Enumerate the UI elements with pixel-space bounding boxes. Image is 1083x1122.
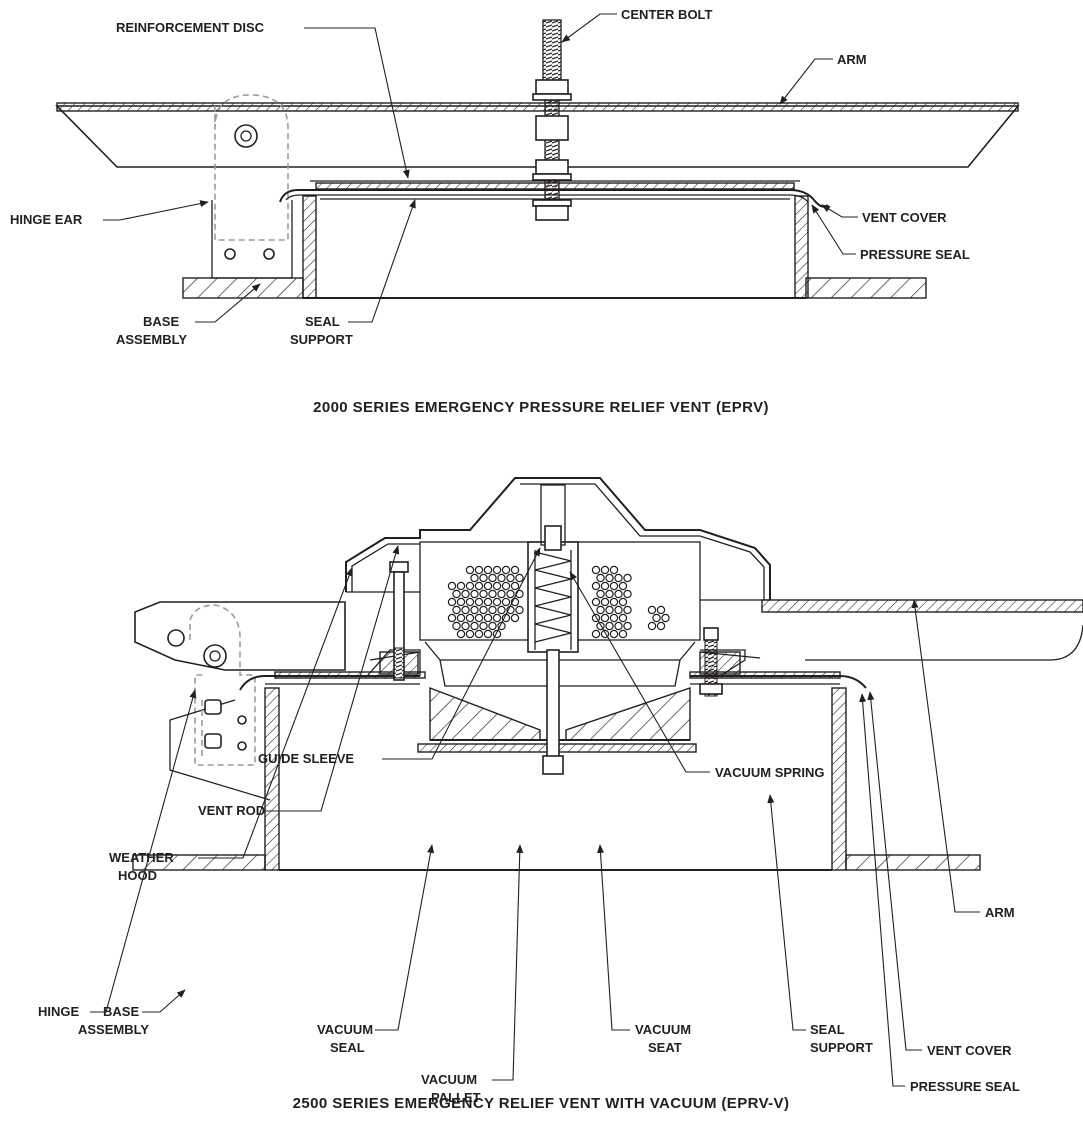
weather-hood <box>345 477 771 601</box>
label-reinforcement-disc: REINFORCEMENT DISC <box>116 20 265 35</box>
label-guide-sleeve: GUIDE SLEEVE <box>258 751 354 766</box>
top-base-flange <box>182 277 927 299</box>
vacuum-pallet <box>417 649 697 775</box>
top-hinge-ear <box>211 94 293 279</box>
label-hinge-ear: HINGE EAR <box>10 212 83 227</box>
label-hinge: HINGE <box>38 1004 80 1019</box>
top-caption: 2000 SERIES EMERGENCY PRESSURE RELIEF VE… <box>313 399 769 416</box>
label-top-base-1: BASE <box>143 314 179 329</box>
label-top-base-2: ASSEMBLY <box>116 332 187 347</box>
label-weather-hood-1: WEATHER <box>109 850 174 865</box>
top-figure: CENTER BOLT REINFORCEMENT DISC ARM HINGE… <box>10 7 1020 416</box>
bottom-figure: GUIDE SLEEVE VACUUM SPRING VENT ROD WEAT… <box>38 477 1083 1094</box>
label-bottom-pressure-seal: PRESSURE SEAL <box>910 1079 1020 1094</box>
hinge-assembly <box>167 604 271 801</box>
top-seal-support <box>302 195 809 299</box>
top-center-bolt <box>532 19 572 221</box>
label-bottom-vent-cover: VENT COVER <box>927 1043 1012 1058</box>
bottom-base <box>132 687 981 871</box>
label-top-pressure-seal: PRESSURE SEAL <box>860 247 970 262</box>
label-top-seal-support-1: SEAL <box>305 314 340 329</box>
label-vent-rod: VENT ROD <box>198 803 265 818</box>
label-top-vent-cover: VENT COVER <box>862 210 947 225</box>
bottom-labels: GUIDE SLEEVE VACUUM SPRING VENT ROD WEAT… <box>38 545 1020 1094</box>
label-bottom-arm: ARM <box>985 905 1015 920</box>
vent-rods <box>389 561 723 697</box>
label-top-arm: ARM <box>837 52 867 67</box>
perforated-cage <box>419 541 701 641</box>
top-labels: CENTER BOLT REINFORCEMENT DISC ARM HINGE… <box>10 7 970 347</box>
label-vacuum-spring: VACUUM SPRING <box>715 765 825 780</box>
label-weather-hood-2: HOOD <box>118 868 157 883</box>
label-center-bolt: CENTER BOLT <box>621 7 713 22</box>
vacuum-seat <box>424 641 696 741</box>
guide-sleeve <box>527 484 579 653</box>
label-top-seal-support-2: SUPPORT <box>290 332 353 347</box>
